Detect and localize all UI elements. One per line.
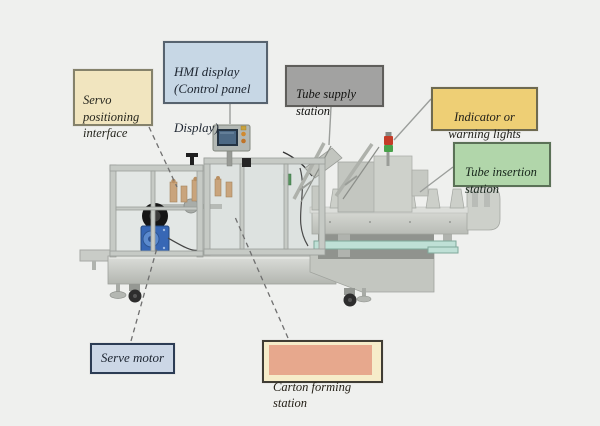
- guard-frame-center: [203, 157, 326, 256]
- top-fittings: [186, 153, 251, 167]
- callout-label: Indicator or warning lights: [448, 110, 521, 141]
- callout-servo-positioning-interface: Servo positioning interface: [73, 69, 153, 140]
- glass-shelf: [427, 246, 459, 254]
- callout-label: Carton forming station: [273, 379, 352, 410]
- leader-servo-interface: [148, 126, 178, 188]
- callout-label-secondary: Display): [174, 119, 219, 135]
- hmi-button: [241, 138, 246, 144]
- rivets: [329, 221, 451, 223]
- warning-light-tower: [384, 132, 393, 166]
- callout-hmi-display: HMI display (Control panel Display): [163, 41, 268, 135]
- callout-tube-insertion-station: Tube insertion station: [453, 142, 551, 196]
- warning-light-green: [384, 145, 393, 152]
- leader-tube-supply: [328, 106, 332, 146]
- machine-body: [79, 124, 501, 307]
- guard-frame-left: [109, 164, 204, 258]
- callout-tube-supply-station: Tube supply station: [285, 65, 384, 118]
- leader-indicator: [393, 98, 432, 141]
- callout-indicator-warning-lights: Indicator or warning lights: [431, 87, 538, 141]
- callout-carton-forming-station: Carton forming station: [262, 340, 383, 410]
- callout-label: Serve motor: [100, 350, 165, 366]
- callout-label: Tube supply station: [296, 87, 357, 118]
- hmi-panel: [212, 124, 251, 167]
- callout-label: Tube insertion station: [465, 165, 537, 196]
- glass-shelf: [313, 240, 457, 250]
- callout-label: Servo positioning interface: [83, 93, 140, 140]
- hmi-button: [241, 131, 246, 137]
- callout-serve-motor: Serve motor: [90, 343, 175, 374]
- leader-carton-forming: [234, 216, 289, 339]
- hmi-button: [240, 125, 247, 131]
- callout-label: HMI display (Control panel: [174, 63, 251, 96]
- warning-light-red: [384, 136, 393, 145]
- leader-serve-motor: [130, 247, 158, 342]
- machine-base: [107, 251, 435, 307]
- outfeed-ledge: [79, 249, 113, 270]
- magazine-blocks: [337, 155, 429, 213]
- leader-tube-insertion: [419, 166, 454, 193]
- carton-inner-highlight: [269, 345, 372, 375]
- leader-lines: [130, 98, 454, 342]
